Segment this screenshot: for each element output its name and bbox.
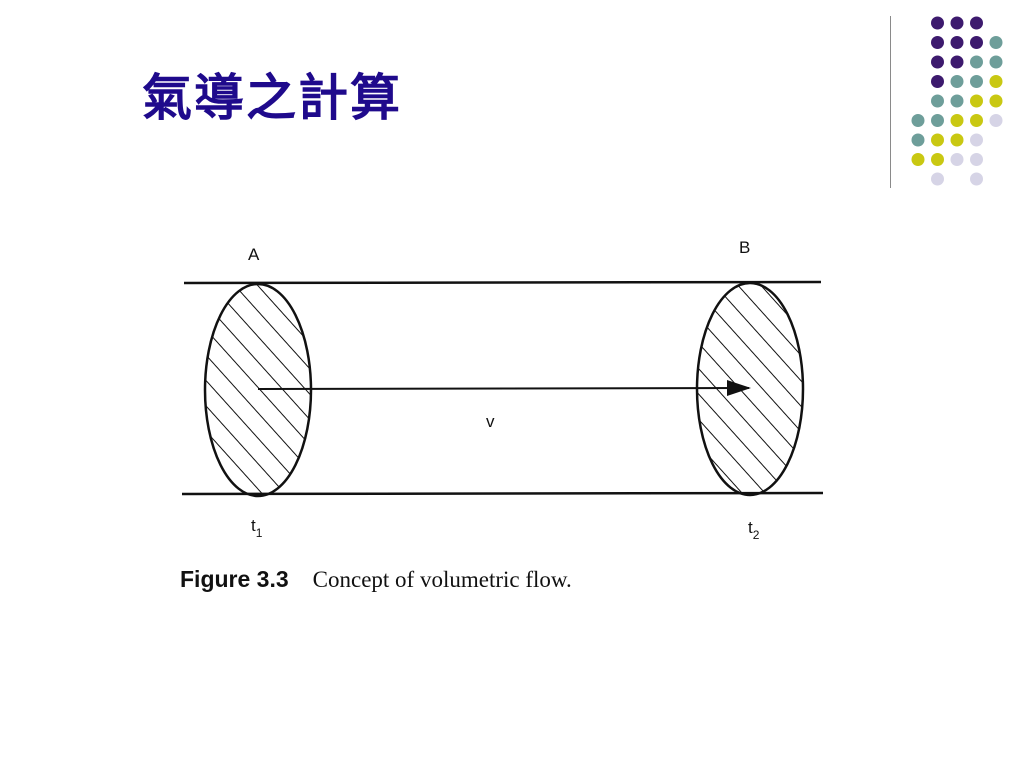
label-t2-base: t: [748, 518, 753, 537]
label-velocity: v: [486, 412, 495, 431]
decorative-divider: [890, 16, 891, 188]
page-title: 氣導之計算: [142, 68, 402, 127]
figure-caption: Figure 3.3 Concept of volumetric flow.: [180, 566, 572, 592]
label-t2-sub: 2: [753, 528, 760, 542]
figure-caption-text: Concept of volumetric flow.: [313, 567, 572, 592]
cross-section-a: [203, 282, 313, 498]
label-t2: t2: [748, 518, 760, 542]
pipe-bottom-wall: [181, 491, 824, 496]
pipe-top-wall: [183, 280, 822, 285]
figure-number: Figure 3.3: [180, 566, 289, 592]
label-a: A: [248, 245, 260, 264]
label-b: B: [739, 238, 750, 257]
label-t1-base: t: [251, 516, 256, 535]
label-t1-sub: 1: [256, 526, 263, 540]
label-t1: t1: [251, 516, 263, 540]
velocity-arrow: [257, 380, 751, 397]
